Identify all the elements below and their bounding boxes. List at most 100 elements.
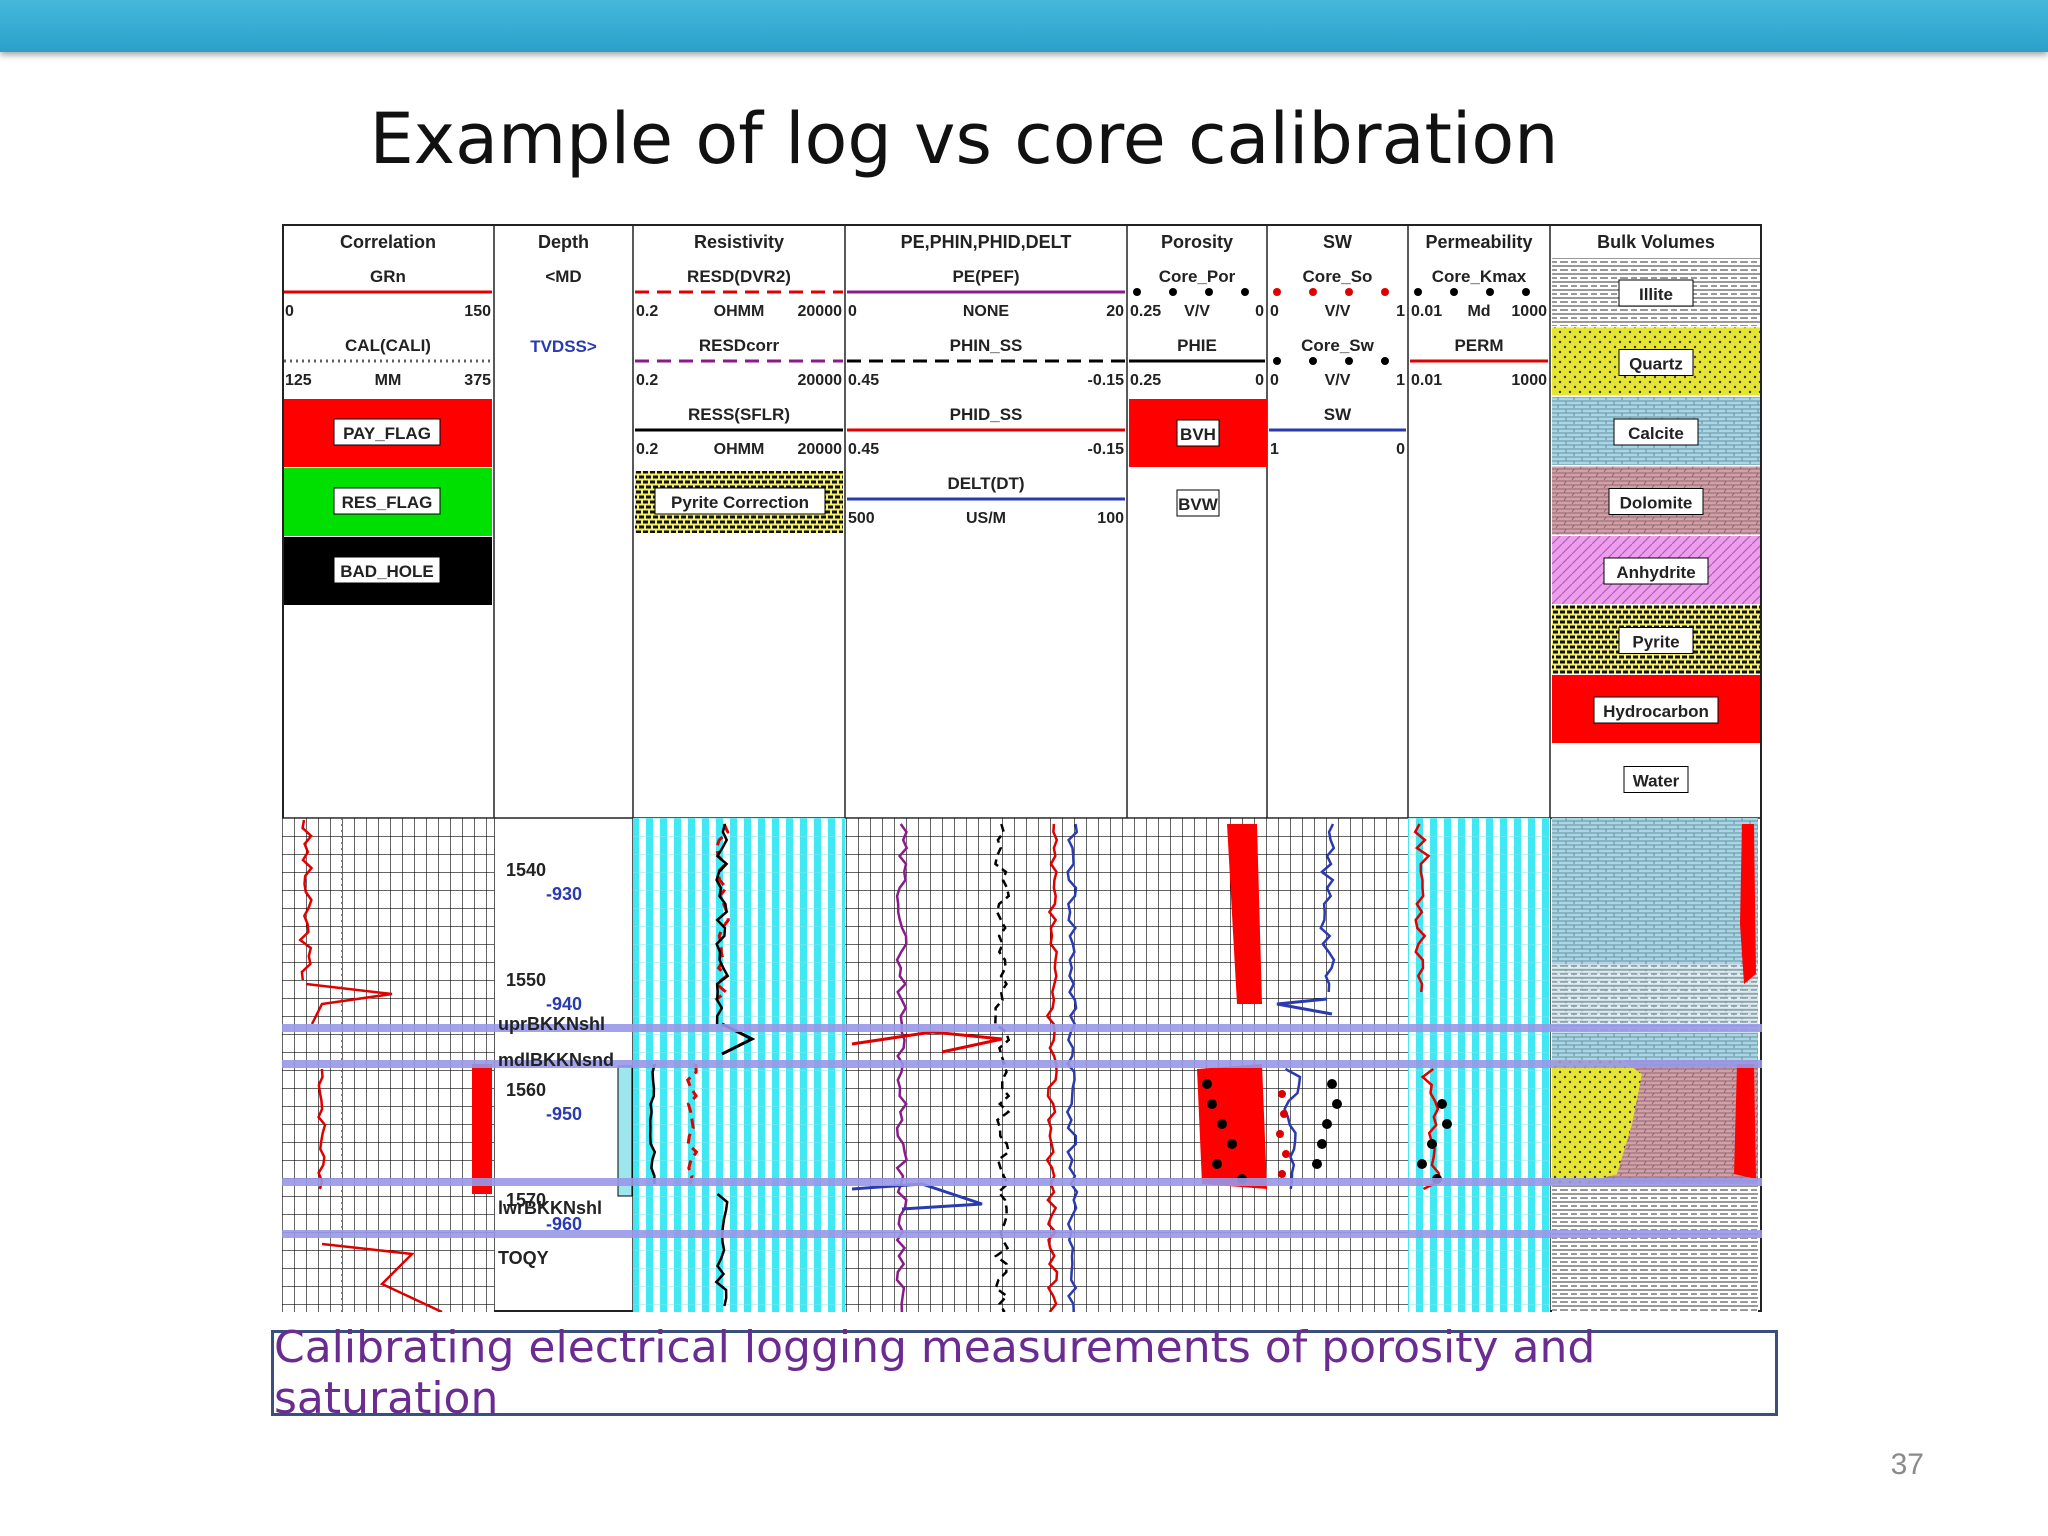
scale-max: 0 [1255,372,1264,389]
curve-name: DELT(DT) [947,474,1024,493]
page-number: 37 [1890,1448,1924,1481]
caption-box: Calibrating electrical logging measureme… [271,1322,1778,1424]
formation-top-label: mdlBKKNsnd [498,1050,614,1070]
bulk-legend-label-bg [1608,488,1704,515]
track-title-1: Depth [538,232,589,252]
core-sw-dot [1322,1119,1332,1129]
scale-max: 0 [1396,441,1405,458]
md-depth-label: 1550 [506,970,546,990]
curve-name: PE(PEF) [952,267,1019,286]
scale-min: 0.2 [636,303,658,320]
scale-min: 0 [285,303,294,320]
md-depth-label: 1570 [506,1190,546,1210]
sw-spike [1276,997,1333,1016]
curve-legend-dot [1273,288,1281,296]
core-kmax-dot [1437,1099,1447,1109]
scale-min: 0.45 [848,441,879,458]
bulk-legend-label: Quartz [1629,355,1683,374]
track-title-2: Resistivity [694,232,784,252]
flag-label-bg [333,418,441,446]
core-so-dot [1276,1130,1284,1138]
bulk-illite-upper [1552,964,1758,1034]
track-title-5: SW [1323,232,1352,252]
gr-curve-spike [305,982,393,1025]
scale-max: 1000 [1511,372,1547,389]
core-interval-marker [617,1065,633,1197]
core-kmax-dot [1442,1119,1452,1129]
core-por-dot [1207,1099,1217,1109]
scale-max: 1 [1396,303,1405,320]
bvh-fill-upper [1227,824,1262,1004]
curve-name: PHIE [1177,336,1217,355]
slide-title: Example of log vs core calibration [369,98,1559,180]
scale-unit: NONE [963,303,1010,320]
gr-curve-bottom [321,1242,443,1312]
top-banner [0,0,2048,52]
scale-min: 125 [285,372,312,389]
bulk-legend-label-bg [1618,349,1694,376]
curve-legend-dot [1133,288,1141,296]
formation-marker-line [282,1178,1762,1186]
bulk-quartz [1552,1060,1642,1184]
core-so-dot [1280,1110,1288,1118]
scale-min: 0.25 [1130,372,1161,389]
flag-label: PAY_FLAG [343,424,431,443]
bvh-label: BVH [1180,425,1216,444]
scale-max: 20000 [798,303,843,320]
depth-tvd-label: TVDSS> [530,337,597,356]
scale-unit: V/V [1184,303,1210,320]
curve-name: RESDcorr [699,336,780,355]
curve-legend-dot [1522,288,1530,296]
scale-min: 0.25 [1130,303,1161,320]
flag-label-bg [333,556,441,584]
core-por-dot [1217,1119,1227,1129]
curve-name: Core_So [1303,267,1373,286]
track-title-7: Bulk Volumes [1597,232,1715,252]
scale-max: -0.15 [1088,441,1125,458]
core-so-dot [1282,1150,1290,1158]
flag-label-bg [333,487,441,515]
bulk-legend-label: Dolomite [1620,494,1693,513]
ress-curve-bottom [714,1193,729,1307]
curve-legend-dot [1345,288,1353,296]
bulk-legend-label-bg [1618,627,1694,654]
core-sw-dot [1312,1159,1322,1169]
curve-legend-dot [1205,288,1213,296]
curve-legend-dot [1273,357,1281,365]
scale-min: 500 [848,510,875,527]
curve-name: RESS(SFLR) [688,405,790,424]
bulk-legend-label: Water [1633,772,1680,791]
pyrite-correction-label: Pyrite Correction [671,493,809,512]
core-sw-dot [1327,1079,1337,1089]
scale-unit: V/V [1325,372,1351,389]
scale-min: 0 [1270,372,1279,389]
gr-curve [298,819,314,981]
scale-min: 0.01 [1411,372,1442,389]
delt-spike [851,1182,983,1211]
curve-legend-dot [1450,288,1458,296]
scale-min: 1 [1270,441,1279,458]
curve-legend-dot [1169,288,1177,296]
perm-curve-lower [1420,1067,1442,1191]
core-por-dot [1202,1079,1212,1089]
scale-min: 0 [848,303,857,320]
caption-text: Calibrating electrical logging measureme… [274,1322,1596,1424]
flag-label: BAD_HOLE [340,562,434,581]
bulk-legend-label-bg [1613,418,1699,446]
core-por-dot [1227,1139,1237,1149]
md-depth-label: 1560 [506,1080,546,1100]
curve-legend-dot [1414,288,1422,296]
pay-flag-bar [472,1064,492,1194]
tvd-depth-label: -950 [546,1104,582,1124]
curve-name: PERM [1454,336,1503,355]
curve-name: Core_Sw [1301,336,1375,355]
curve-name: PHID_SS [950,405,1023,424]
bulk-legend-label-bg [1593,696,1719,724]
bulk-legend-label-bg [1623,766,1689,793]
scale-max: 1 [1396,372,1405,389]
bvh-fill [1197,1064,1267,1189]
scale-max: 20 [1106,303,1124,320]
curve-name: GRn [370,267,406,286]
